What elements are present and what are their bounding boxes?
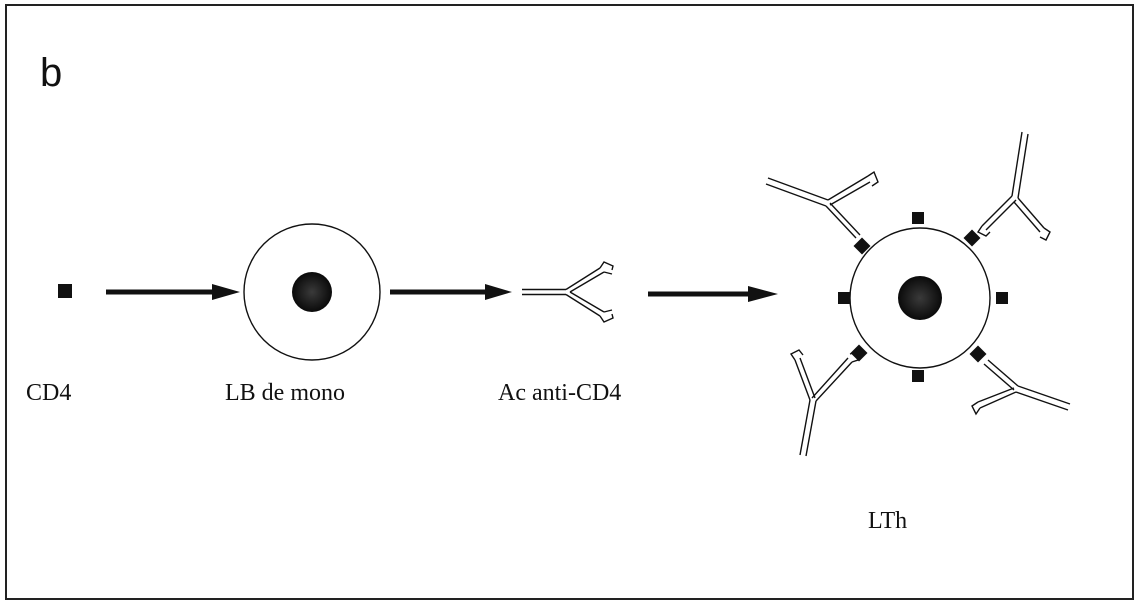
antibody-label: Ac anti-CD4 [498, 380, 621, 406]
cd4-receptor [838, 292, 850, 304]
bound-antibody-top-right [978, 132, 1050, 240]
bound-antibody-bottom-left [791, 350, 858, 456]
b-lymphocyte-cell [244, 224, 380, 360]
cd4-receptor [970, 346, 987, 363]
arrow-1 [106, 284, 240, 300]
cd4-receptor [996, 292, 1008, 304]
cd4-receptor [912, 212, 924, 224]
bound-antibody-top-left [766, 172, 878, 238]
cd4-label: CD4 [26, 380, 71, 406]
b-cell-nucleus [292, 272, 332, 312]
t-cell-label: LTh [868, 508, 907, 534]
b-cell-label: LB de mono [225, 380, 345, 406]
arrow-3 [648, 286, 778, 302]
panel-letter: b [40, 51, 62, 95]
t-helper-cell [838, 212, 1008, 382]
cd4-antigen-square [58, 284, 72, 298]
anti-cd4-antibody [522, 262, 613, 322]
t-cell-nucleus [898, 276, 942, 320]
bound-antibody-bottom-right [972, 360, 1070, 414]
arrow-2 [390, 284, 512, 300]
cd4-receptor [912, 370, 924, 382]
